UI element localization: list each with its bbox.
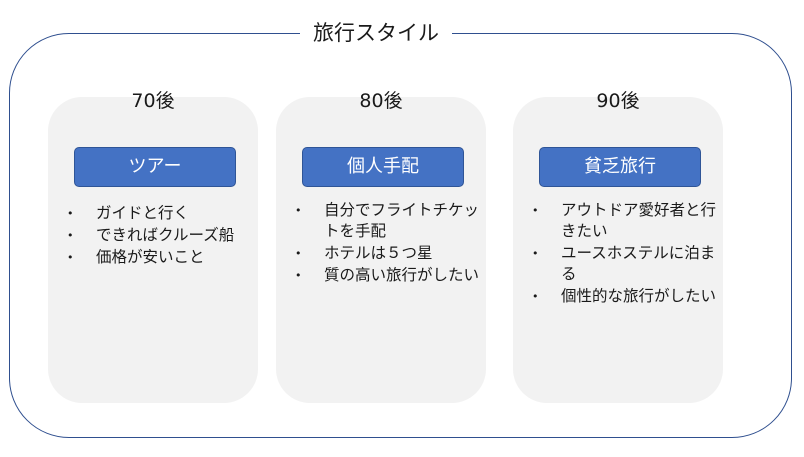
style-tag-80s: 個人手配	[302, 147, 464, 187]
list-item: ユースホステルに泊まる	[527, 243, 717, 285]
style-tag-70s: ツアー	[74, 147, 236, 187]
generation-label-90s: 90後	[596, 90, 640, 112]
bullet-list-90s: アウトドア愛好者と行きたい ユースホステルに泊まる 個性的な旅行がしたい	[527, 200, 717, 308]
list-item: ホテルは５つ星	[290, 243, 480, 264]
list-item: アウトドア愛好者と行きたい	[527, 200, 717, 242]
list-item: ガイドと行く	[62, 203, 252, 224]
style-tag-90s: 貧乏旅行	[539, 147, 701, 187]
bullet-list-70s: ガイドと行く できればクルーズ船 価格が安いこと	[62, 203, 252, 269]
list-item: 価格が安いこと	[62, 247, 252, 268]
list-item: 質の高い旅行がしたい	[290, 265, 480, 286]
list-item: 個性的な旅行がしたい	[527, 286, 717, 307]
column-card-80s: 個人手配 自分でフライトチケットを手配 ホテルは５つ星 質の高い旅行がしたい	[276, 97, 486, 403]
list-item: できればクルーズ船	[62, 225, 252, 246]
bullet-list-80s: 自分でフライトチケットを手配 ホテルは５つ星 質の高い旅行がしたい	[290, 200, 480, 287]
column-card-70s: ツアー ガイドと行く できればクルーズ船 価格が安いこと	[48, 97, 258, 403]
list-item: 自分でフライトチケットを手配	[290, 200, 480, 242]
diagram-title: 旅行スタイル	[300, 16, 452, 50]
generation-label-80s: 80後	[359, 90, 403, 112]
column-card-90s: 貧乏旅行 アウトドア愛好者と行きたい ユースホステルに泊まる 個性的な旅行がした…	[513, 97, 723, 403]
generation-label-70s: 70後	[131, 90, 175, 112]
